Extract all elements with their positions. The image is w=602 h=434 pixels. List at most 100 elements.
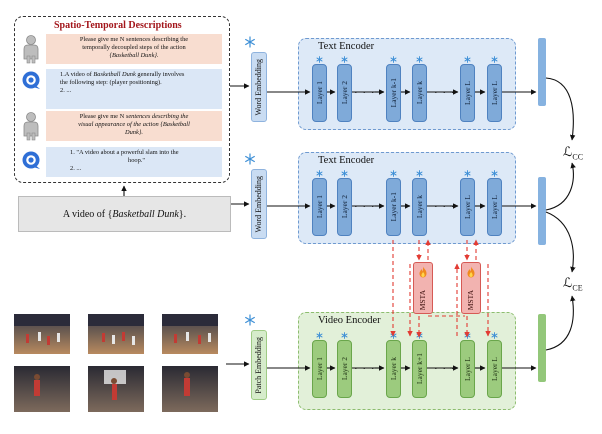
word-embedding-top: Word Embedding [251,52,267,122]
video-layer-2: Layer 2 [337,340,352,398]
frame-3 [162,314,218,354]
loss-ce: ℒCE [563,275,583,293]
fire-icon [467,266,475,278]
snowflake-icon [341,332,348,339]
prompt-suffix: }. [178,208,187,220]
text-encoder-mid [298,152,516,244]
text-encoder-top [298,38,516,130]
video-layer-5: Layer L [460,340,475,398]
text-mid-layer-2: Layer 2 [337,178,352,236]
answer-2-line-1: 1. "A video about a powerful slam into t… [70,149,179,156]
question-bubble-steps: Please give me N sentences describing th… [46,34,222,64]
snowflake-icon [245,314,255,326]
snowflake-icon [464,170,471,177]
video-encoder-title: Video Encoder [318,315,381,326]
snowflake-icon [390,56,397,63]
loss-cc: ℒCC [563,144,583,162]
ellipsis-top-2: · · · [434,87,456,99]
patch-embedding: Patch Embedding [251,330,267,400]
text-top-layer-1: Layer 1 [312,64,327,122]
answer-1-line-2: the following step: (player positioning)… [60,79,162,87]
prompt-action: Basketball Dunk [112,208,179,220]
ellipsis-mid: · · · [354,201,376,213]
arrow-mid-to-loss-ce [545,211,576,273]
question-bubble-appearance: Please give me N sentences describing th… [46,111,222,141]
snowflake-icon [316,332,323,339]
text-mid-layer-1: Layer 1 [312,178,327,236]
answer-1-line-1: 1.A video of Basketball Dunk generally i… [60,71,218,79]
answer-2-line-2: hoop." [128,157,145,165]
answer-bubble-steps: 1.A video of Basketball Dunk generally i… [46,69,222,109]
text-mid-layer-5: Layer L [460,178,475,236]
snowflake-icon [341,56,348,63]
question-2-emphasis: sentences describing the [125,113,189,120]
text-output-mid [538,177,546,245]
text-top-layer-6: Layer L [487,64,502,122]
video-output [538,314,546,382]
text-top-layer-3: Layer k-1 [386,64,401,122]
ellipsis-video-2: · · · [434,363,456,375]
text-top-layer-4: Layer k [412,64,427,122]
question-2-line-1: Please give me N sentences describing th… [50,113,218,121]
msta-module-2: MSTA [461,262,481,314]
answer-1-line-3: 2. ... [60,87,72,95]
question-2-line-2: visual appearance of the action {Basketb… [78,121,190,129]
question-1-line-1: Please give me N sentences describing th… [79,36,189,43]
chatbot-icon [22,151,40,169]
snowflake-icon [341,170,348,177]
ellipsis-top: · · · [354,87,376,99]
ellipsis-mid-2: · · · [434,201,456,213]
snowflake-icon [316,56,323,63]
msta-module-1: MSTA [413,262,433,314]
answer-1-action: Basketball Dunk [93,71,136,78]
snowflake-icon [416,56,423,63]
arrow-top-to-loss-cc [545,77,576,141]
text-encoder-top-title: Text Encoder [318,41,375,52]
answer-1-prefix: 1.A video of [60,71,94,78]
snowflake-icon [245,153,255,165]
snowflake-icon [416,170,423,177]
text-encoder-mid-title: Text Encoder [318,155,375,166]
text-top-layer-2: Layer 2 [337,64,352,122]
question-2-line-3: Dunk}. [125,129,143,137]
question-1-line-2: temporally decoupled steps of the action [82,44,186,52]
fire-icon [419,266,427,278]
arrow-mid-to-loss-cc [545,162,576,211]
video-layer-3: Layer k [386,340,401,398]
prompt-prefix: A video of { [62,208,113,220]
snowflake-icon [316,170,323,177]
frame-5 [88,366,144,412]
video-encoder [298,312,516,410]
frame-4 [14,366,70,412]
snowflake-icon [491,332,498,339]
loss-cc-subscript: CC [572,152,584,162]
answer-1-suffix: generally involves [135,71,185,78]
video-frames [14,314,218,412]
loss-ce-symbol: ℒ [563,275,573,290]
chatbot-icon [22,71,40,89]
snowflake-icon [491,56,498,63]
snowflake-icon [390,170,397,177]
video-layer-6: Layer L [487,340,502,398]
question-1-line-3: {Basketball Dunk}. [109,52,159,60]
snowflake-icon [464,56,471,63]
loss-ce-subscript: CE [572,283,583,293]
frame-2 [88,314,144,354]
descriptions-title: Spatio-Temporal Descriptions [54,20,182,31]
arrow-video-to-loss-ce [545,295,576,351]
user-icon [23,112,39,141]
video-layer-1: Layer 1 [312,340,327,398]
text-mid-layer-3: Layer k-1 [386,178,401,236]
snowflake-icon [245,36,255,48]
prompt-box: A video of {Basketball Dunk}. [18,196,231,232]
question-2-prefix: Please give me N [79,113,126,120]
frame-6 [162,366,218,412]
text-output-top [538,38,546,106]
loss-cc-symbol: ℒ [563,144,573,159]
ellipsis-video: · · · [354,363,376,375]
text-mid-layer-6: Layer L [487,178,502,236]
video-layer-4: Layer k+1 [412,340,427,398]
word-embedding-mid: Word Embedding [251,169,267,239]
